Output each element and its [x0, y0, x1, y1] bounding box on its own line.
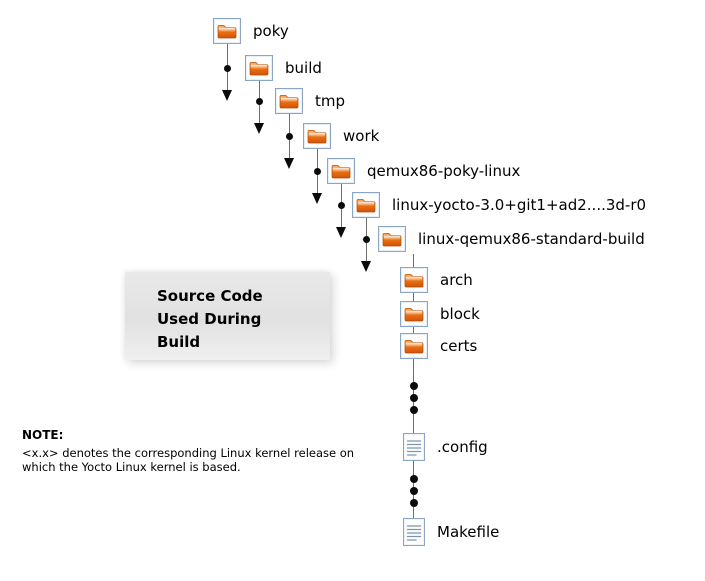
folder-icon	[400, 333, 428, 359]
tree-node-label: .config	[437, 438, 488, 456]
file-icon	[403, 518, 425, 546]
folder-icon	[275, 88, 303, 114]
callout-source-code-box: Source Code Used During Build	[125, 272, 330, 360]
callout-text: Source Code	[157, 287, 263, 305]
arrow-down-icon	[361, 261, 371, 272]
tree-node-label: qemux86-poky-linux	[367, 162, 521, 180]
folder-icon	[352, 192, 380, 218]
arrow-down-icon	[254, 123, 264, 134]
tree-node-label: Makefile	[437, 523, 500, 541]
folder-icon	[378, 226, 406, 252]
bullet-dot	[223, 64, 231, 72]
tree-node-label: build	[285, 59, 322, 77]
folder-icon	[327, 158, 355, 184]
callout-text: Used During	[157, 310, 262, 328]
tree-node-work: work	[303, 123, 379, 149]
bullet-dot	[285, 132, 293, 140]
folder-icon	[303, 123, 331, 149]
ellipsis-dot	[410, 406, 418, 414]
arrow-down-icon	[284, 158, 294, 169]
tree-node-block: block	[400, 301, 480, 327]
folder-icon	[213, 18, 241, 44]
tree-node-label: linux-qemux86-standard-build	[418, 230, 645, 248]
tree-node-arch: arch	[400, 267, 473, 293]
ellipsis-dot	[410, 394, 418, 402]
callout-text: Build	[157, 333, 201, 351]
tree-node-label: tmp	[315, 92, 346, 110]
tree-node-label: poky	[253, 22, 289, 40]
arrow-down-icon	[336, 227, 346, 238]
folder-icon	[245, 55, 273, 81]
file-icon	[403, 433, 425, 461]
ellipsis-dot	[410, 499, 418, 507]
bullet-dot	[255, 97, 263, 105]
tree-node-label: arch	[440, 271, 473, 289]
ellipsis-dot	[410, 382, 418, 390]
tree-node-makefile: Makefile	[403, 518, 499, 546]
tree-node-config: .config	[403, 433, 488, 461]
ellipsis-dot	[410, 475, 418, 483]
bullet-dot	[313, 167, 321, 175]
tree-node-tmp: tmp	[275, 88, 345, 114]
tree-node-label: block	[440, 305, 480, 323]
bullet-dot	[337, 201, 345, 209]
arrow-down-icon	[312, 193, 322, 204]
folder-icon	[400, 267, 428, 293]
tree-node-certs: certs	[400, 333, 477, 359]
tree-node-label: work	[343, 127, 380, 145]
folder-icon	[400, 301, 428, 327]
note-body-line: which the Yocto Linux kernel is based.	[22, 460, 241, 474]
note-heading: NOTE:	[22, 428, 64, 442]
tree-node-label: certs	[440, 337, 478, 355]
note-body-line: <x.x> denotes the corresponding Linux ke…	[22, 446, 355, 460]
note-block: NOTE: <x.x> denotes the corresponding Li…	[22, 428, 394, 474]
ellipsis-dot	[410, 487, 418, 495]
tree-node-qemux86-poky-linux: qemux86-poky-linux	[327, 158, 520, 184]
tree-node-linux-yocto: linux-yocto-3.0+git1+ad2....3d-r0	[352, 192, 646, 218]
tree-node-label: linux-yocto-3.0+git1+ad2....3d-r0	[392, 196, 647, 214]
bullet-dot	[362, 235, 370, 243]
arrow-down-icon	[222, 90, 232, 101]
tree-node-build: build	[245, 55, 322, 81]
tree-node-poky: poky	[213, 18, 289, 44]
tree-node-standard-build: linux-qemux86-standard-build	[378, 226, 645, 252]
